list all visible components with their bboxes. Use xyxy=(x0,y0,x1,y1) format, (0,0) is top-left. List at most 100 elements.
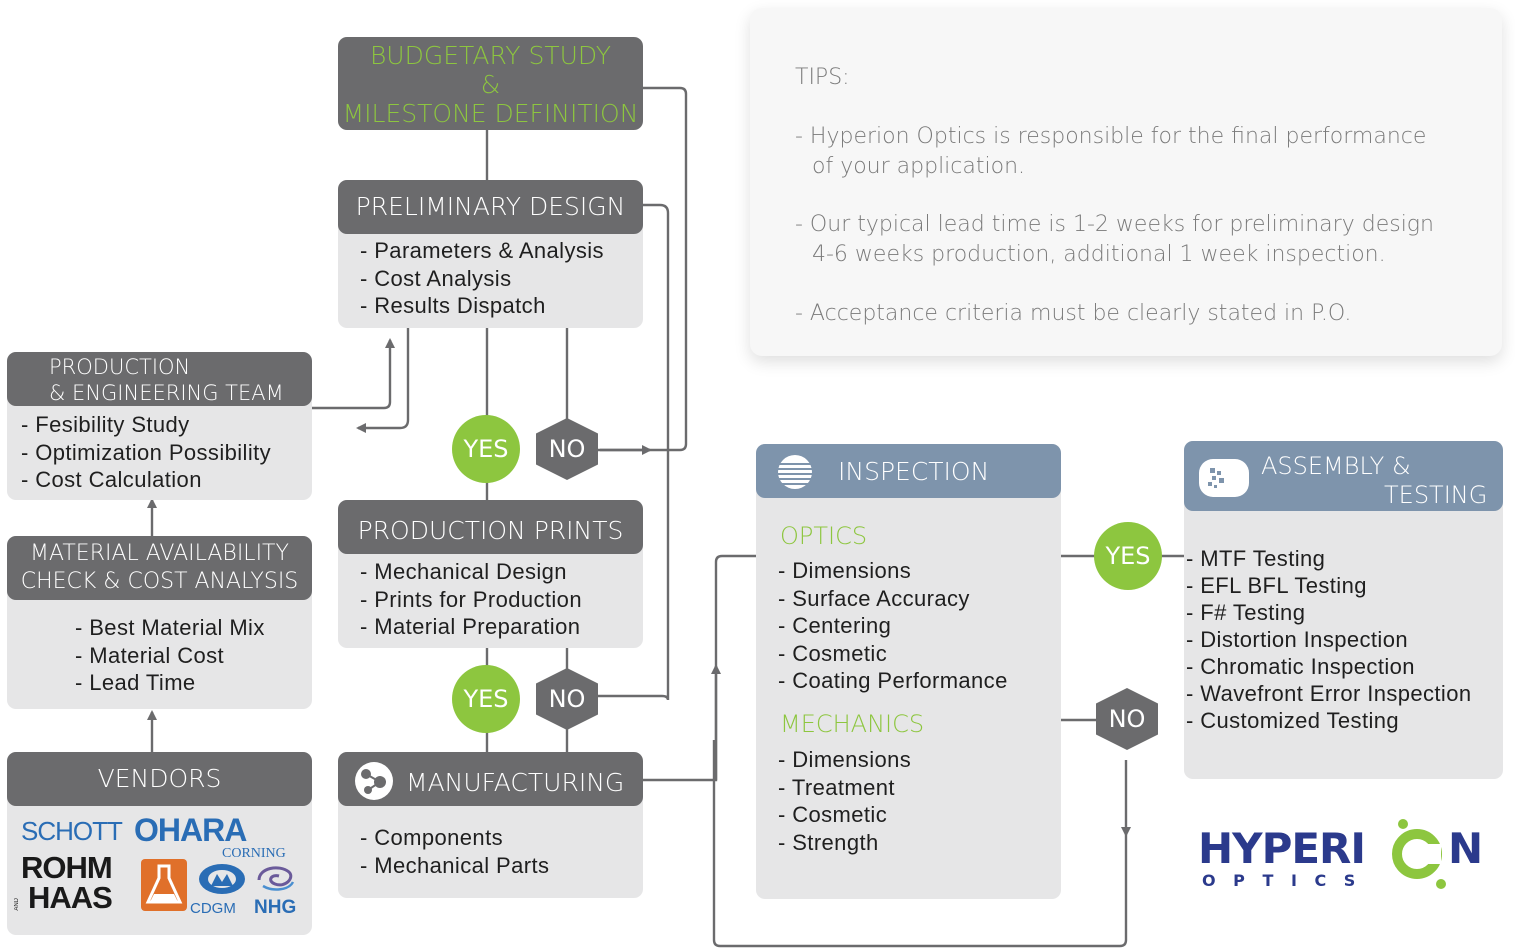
list-item: - Components xyxy=(360,825,503,850)
preliminary-list: - Parameters & Analysis - Cost Analysis … xyxy=(360,237,604,320)
list-item: - Material Cost xyxy=(75,642,225,668)
team-list: - Fesibility Study - Optimization Possib… xyxy=(21,411,271,494)
list-item: - Cost Analysis xyxy=(360,265,512,291)
link-rework-loop xyxy=(712,740,1128,948)
list-item: - Dimensions xyxy=(778,747,912,772)
list-item: - Fesibility Study xyxy=(21,412,190,437)
list-item: - Surface Accuracy xyxy=(778,585,970,611)
team-header: PRODUCTION & ENGINEERING TEAM xyxy=(7,352,312,406)
material-card: MATERIAL AVAILABILITY CHECK & COST ANALY… xyxy=(7,536,312,709)
cdgm-icon xyxy=(199,864,245,894)
material-line1: MATERIAL AVAILABILITY xyxy=(30,541,289,566)
vendors-title: VENDORS xyxy=(97,764,222,793)
and-logo: AND xyxy=(14,898,20,911)
tip-3: - Acceptance criteria must be clearly st… xyxy=(795,301,1352,326)
preliminary-title: PRELIMINARY DESIGN xyxy=(355,192,626,221)
vendors-card: VENDORS SCHOTT OHARA CORNING ROHM AND HA… xyxy=(7,752,312,935)
inspection-card: INSPECTION OPTICS - Dimensions - Surface… xyxy=(756,444,1061,899)
list-item: - Cosmetic xyxy=(778,802,888,827)
decision-no-label: NO xyxy=(548,685,586,713)
corning-logo: CORNING xyxy=(222,846,286,861)
link-preliminary-to-team xyxy=(356,328,410,433)
tip-2-line1: - Our typical lead time is 1-2 weeks for… xyxy=(795,212,1434,237)
material-list: - Best Material Mix - Material Cost - Le… xyxy=(75,614,265,697)
list-item: - Distortion Inspection xyxy=(1186,627,1408,652)
decision-yes-label: YES xyxy=(463,435,509,463)
tips-title: TIPS: xyxy=(795,65,850,90)
list-item: - Material Preparation xyxy=(360,614,581,639)
list-item: - Chromatic Inspection xyxy=(1186,654,1415,679)
prints-title: PRODUCTION PRINTS xyxy=(357,516,624,545)
tips-panel: TIPS: - Hyperion Optics is responsible f… xyxy=(750,8,1502,356)
inspection-title: INSPECTION xyxy=(838,457,990,486)
preliminary-card: PRELIMINARY DESIGN - Parameters & Analys… xyxy=(338,180,643,328)
schott-logo: SCHOTT xyxy=(21,816,123,846)
list-item: - Best Material Mix xyxy=(75,615,265,640)
list-item: - Centering xyxy=(778,613,892,638)
prints-header: PRODUCTION PRINTS xyxy=(338,500,643,554)
cdgm-logo: CDGM xyxy=(190,900,236,917)
team-line1: PRODUCTION xyxy=(49,355,191,379)
budget-line1: BUDGETARY STUDY xyxy=(369,41,612,70)
optics-label: OPTICS xyxy=(780,522,868,550)
decision-no-1: NO xyxy=(536,418,598,480)
decision-no-label: NO xyxy=(548,435,586,463)
brand-ring-icon xyxy=(1392,819,1446,889)
haas-logo: HAAS xyxy=(28,880,113,915)
decision-yes-label: YES xyxy=(463,685,509,713)
tip-1-line1: - Hyperion Optics is responsible for the… xyxy=(795,124,1427,149)
link-budget-loop xyxy=(600,86,688,452)
list-item: - Treatment xyxy=(778,774,895,800)
team-card: PRODUCTION & ENGINEERING TEAM - Fesibili… xyxy=(7,352,312,500)
preliminary-header: PRELIMINARY DESIGN xyxy=(338,180,643,234)
list-item: - F# Testing xyxy=(1186,600,1306,625)
nhg-icon xyxy=(257,866,295,891)
tip-1-line2: of your application. xyxy=(812,154,1026,179)
globe-icon xyxy=(778,455,812,489)
link-inspection-entry xyxy=(714,554,756,780)
decision-yes-label: YES xyxy=(1105,542,1151,570)
link-manufacturing-inspection xyxy=(643,664,721,782)
vendor-logos: SCHOTT OHARA CORNING ROHM AND HAAS CDGM … xyxy=(7,806,312,935)
decision-no-3: NO xyxy=(1096,688,1158,750)
manufacturing-card: MANUFACTURING - Components - Mechanical … xyxy=(338,752,643,898)
optics-list: - Dimensions - Surface Accuracy - Center… xyxy=(778,557,1008,695)
list-item: - Mechanical Design xyxy=(360,559,567,584)
list-item: - EFL BFL Testing xyxy=(1186,573,1367,598)
manufacturing-list: - Components - Mechanical Parts xyxy=(360,824,549,879)
brand-name-right: N xyxy=(1448,824,1484,873)
vendors-header: VENDORS xyxy=(7,752,312,806)
ohara-logo: OHARA xyxy=(134,812,247,848)
link-preliminary-loop xyxy=(596,203,670,701)
tip-2-line2: 4-6 weeks production, additional 1 week … xyxy=(812,242,1386,267)
assembly-line1: ASSEMBLY & xyxy=(1261,452,1411,480)
decision-yes-2: YES xyxy=(452,665,520,733)
list-item: - Results Dispatch xyxy=(360,293,546,318)
decision-yes-1: YES xyxy=(452,415,520,483)
assembly-line2: TESTING xyxy=(1384,481,1488,509)
list-item: - Cost Calculation xyxy=(21,467,202,492)
list-item: - Coating Performance xyxy=(778,668,1008,693)
list-item: - MTF Testing xyxy=(1186,546,1326,571)
hyperion-logo: HYPERI N O P T I C S xyxy=(1196,808,1496,898)
brand-name-left: HYPERI xyxy=(1198,824,1366,873)
material-header: MATERIAL AVAILABILITY CHECK & COST ANALY… xyxy=(7,536,312,600)
assembly-icon xyxy=(1199,459,1249,497)
list-item: - Parameters & Analysis xyxy=(360,238,604,263)
team-line2: & ENGINEERING TEAM xyxy=(49,381,284,405)
assembly-list: - MTF Testing - EFL BFL Testing - F# Tes… xyxy=(1186,545,1471,734)
nhg-logo: NHG xyxy=(254,897,297,918)
budget-header: BUDGETARY STUDY & MILESTONE DEFINITION xyxy=(338,37,643,130)
link-team-to-preliminary xyxy=(312,338,395,410)
rohm-logo: ROHM xyxy=(21,850,113,885)
list-item: - Strength xyxy=(778,829,879,855)
list-item: - Lead Time xyxy=(75,670,196,695)
material-line2: CHECK & COST ANALYSIS xyxy=(20,569,299,594)
prints-list: - Mechanical Design - Prints for Product… xyxy=(360,558,582,641)
list-item: - Dimensions xyxy=(778,558,912,583)
budget-line3: MILESTONE DEFINITION xyxy=(342,99,639,128)
mechanics-label: MECHANICS xyxy=(780,710,925,738)
gears-icon xyxy=(355,762,393,800)
decision-yes-3: YES xyxy=(1094,522,1162,590)
